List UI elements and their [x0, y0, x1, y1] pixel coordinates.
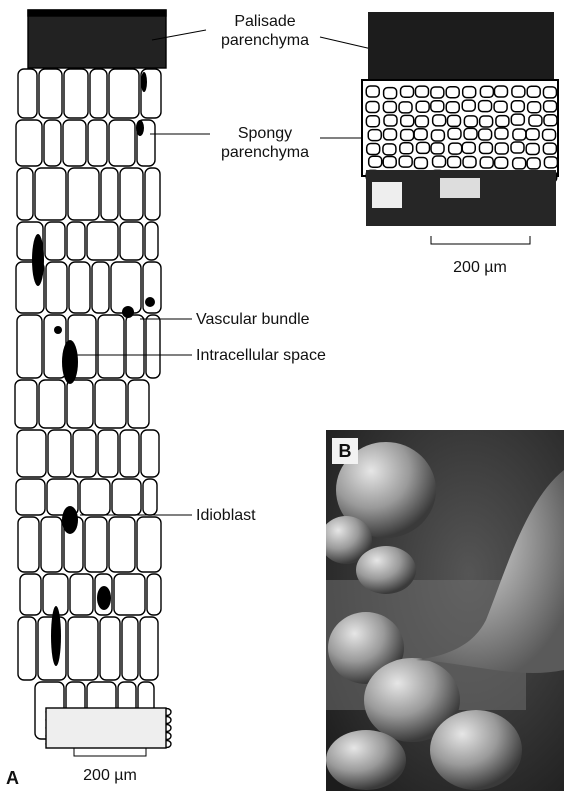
cell-outline [120, 168, 143, 220]
cell-outline [140, 617, 158, 680]
cell-outline [16, 479, 45, 515]
cell-outline [126, 315, 144, 378]
cell-outline [109, 120, 135, 166]
cell-outline [85, 517, 107, 572]
cell-outline [143, 479, 157, 515]
cell-outline [68, 617, 98, 680]
cell-outline [120, 222, 143, 260]
cell-outline [145, 168, 160, 220]
cell-outline [111, 262, 141, 313]
label-intracellular-space: Intracellular space [196, 346, 326, 365]
cell-outline [17, 430, 46, 477]
cell-outline [90, 69, 107, 118]
cell-outline [69, 262, 90, 313]
label-spongy-parenchyma: Spongy parenchyma [206, 124, 324, 162]
cell-outline [63, 120, 86, 166]
cell-outline [68, 168, 99, 220]
cell-outline [17, 315, 42, 378]
cell-outline [109, 517, 135, 572]
cell-outline [137, 517, 161, 572]
cell-outline [35, 168, 66, 220]
cell-outline [18, 69, 37, 118]
cell-outline [87, 222, 118, 260]
cell-outline [39, 69, 62, 118]
cell-outline [101, 168, 118, 220]
cell-outline [122, 617, 138, 680]
panel-letter-b-box: B [332, 438, 358, 464]
cell-outline [98, 315, 124, 378]
cell-outline [73, 430, 96, 477]
panel-letter-a: A [6, 768, 19, 789]
cell-outline [67, 380, 93, 428]
scale-bar-label-inset: 200 µm [430, 258, 530, 277]
label-palisade-parenchyma: Palisade parenchyma [206, 12, 324, 50]
cell-outline [64, 69, 88, 118]
cell-outline [95, 380, 126, 428]
cell-outline [147, 574, 161, 615]
cell-outline [15, 380, 37, 428]
cell-outline [17, 168, 33, 220]
cell-outline [16, 120, 42, 166]
cell-outline [128, 380, 149, 428]
cell-outline [88, 120, 107, 166]
cell-outline [145, 222, 158, 260]
cell-outline [100, 617, 120, 680]
cell-outline [18, 617, 36, 680]
cell-outline [48, 430, 71, 477]
cell-outline [92, 262, 109, 313]
sem-micrograph: B [326, 430, 564, 791]
cell-outline [45, 222, 65, 260]
cell-outline [120, 430, 139, 477]
panel-letter-b: B [332, 441, 358, 462]
label-vascular-bundle: Vascular bundle [196, 310, 310, 329]
cell-outline [112, 479, 141, 515]
cell-outline [70, 574, 93, 615]
scale-bar-label-panel-a: 200 µm [62, 766, 158, 785]
cell-outline [39, 380, 65, 428]
panel-a-cell-column [15, 10, 171, 748]
cell-outline [44, 120, 61, 166]
cell-outline [141, 430, 159, 477]
cell-outline [98, 430, 118, 477]
cell-outline [41, 517, 62, 572]
cell-outline [67, 222, 85, 260]
cell-outline [20, 574, 41, 615]
cell-outline [114, 574, 145, 615]
cell-outline [18, 517, 39, 572]
inset-cross-section [362, 12, 558, 226]
label-idioblast: Idioblast [196, 506, 256, 525]
cell-outline [46, 262, 67, 313]
cell-outline [80, 479, 110, 515]
cell-outline [109, 69, 139, 118]
cell-outline [146, 315, 160, 378]
sem-spheres [326, 430, 564, 791]
